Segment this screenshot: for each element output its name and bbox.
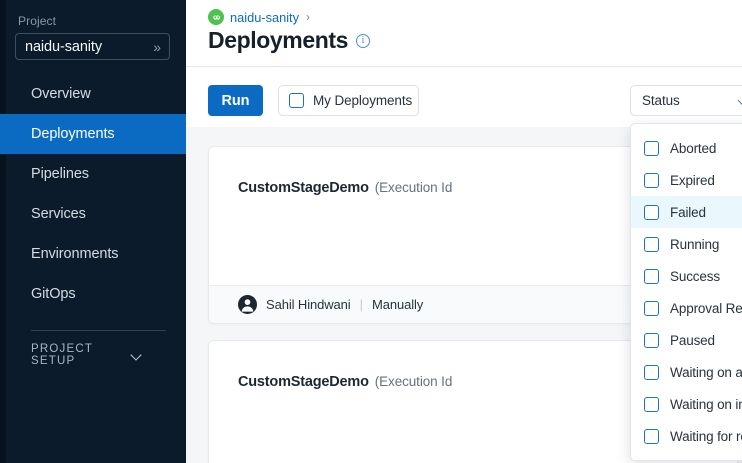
- sidebar-nav: Overview Deployments Pipelines Services …: [0, 74, 186, 375]
- footer-divider: |: [359, 297, 363, 312]
- chevron-down-icon: [132, 350, 142, 361]
- deployment-name: CustomStageDemo: [238, 180, 369, 196]
- status-option-checkbox[interactable]: [644, 268, 659, 284]
- status-option-label: Success: [670, 268, 720, 284]
- status-filter-label: Status: [642, 93, 680, 108]
- page-title: Deployments: [208, 27, 349, 53]
- status-option-paused[interactable]: Paused: [631, 324, 742, 356]
- deployment-trigger-type: Manually: [371, 297, 424, 312]
- breadcrumb: naidu-sanity ›: [208, 9, 310, 25]
- sidebar-item-label: Deployments: [31, 126, 115, 142]
- sidebar-item-label: Pipelines: [31, 166, 89, 182]
- sidebar-item-label: Environments: [31, 246, 119, 262]
- page-header: naidu-sanity › Deployments i: [186, 0, 742, 67]
- status-filter-dropdown-button[interactable]: Status: [630, 85, 742, 116]
- status-option-label: Waiting on intervention: [670, 396, 742, 412]
- run-button[interactable]: Run: [208, 85, 263, 116]
- breadcrumb-project-link[interactable]: naidu-sanity: [230, 9, 300, 25]
- project-link-icon: [208, 9, 224, 25]
- sidebar-item-environments[interactable]: Environments: [0, 234, 186, 274]
- status-option-checkbox[interactable]: [644, 396, 659, 412]
- sidebar-item-pipelines[interactable]: Pipelines: [0, 154, 186, 194]
- sidebar-item-label: Overview: [31, 86, 91, 102]
- deployment-execution-id: (Execution Id: [374, 180, 453, 195]
- sidebar-item-label: GitOps: [31, 286, 76, 302]
- status-option-aborted[interactable]: Aborted: [631, 132, 742, 164]
- deployment-execution-id: (Execution Id: [374, 374, 453, 389]
- status-option-waiting-on-intervention[interactable]: Waiting on intervention: [631, 388, 742, 420]
- project-label: Project: [18, 14, 57, 28]
- status-dropdown-menu: Aborted Expired Failed Running Success A…: [630, 123, 742, 461]
- sidebar-item-gitops[interactable]: GitOps: [0, 274, 186, 314]
- project-selector-value: naidu-sanity: [25, 38, 102, 55]
- sidebar-left-rail: [0, 0, 6, 463]
- status-option-checkbox[interactable]: [644, 300, 659, 316]
- status-option-label: Waiting for resources: [670, 428, 742, 444]
- toolbar: Run My Deployments Status Pipelines: [186, 67, 742, 127]
- sidebar: Project naidu-sanity » Overview Deployme…: [0, 0, 186, 463]
- status-option-label: Approval Rejected: [670, 300, 742, 316]
- status-option-label: Failed: [670, 204, 706, 220]
- my-deployments-filter[interactable]: My Deployments: [278, 85, 419, 116]
- project-selector[interactable]: naidu-sanity »: [15, 33, 170, 60]
- status-option-label: Expired: [670, 172, 715, 188]
- status-option-checkbox[interactable]: [644, 364, 659, 380]
- status-option-checkbox[interactable]: [644, 428, 659, 444]
- status-option-checkbox[interactable]: [644, 236, 659, 252]
- status-option-waiting-for-resources[interactable]: Waiting for resources: [631, 420, 742, 452]
- status-option-label: Aborted: [670, 140, 717, 156]
- sidebar-section-label: PROJECT SETUP: [31, 343, 93, 367]
- status-option-checkbox[interactable]: [644, 332, 659, 348]
- sidebar-section-project-setup[interactable]: PROJECT SETUP: [0, 335, 186, 375]
- my-deployments-checkbox[interactable]: [289, 93, 304, 108]
- main-area: naidu-sanity › Deployments i Run My Depl…: [186, 0, 742, 463]
- status-option-running[interactable]: Running: [631, 228, 742, 260]
- sidebar-item-overview[interactable]: Overview: [0, 74, 186, 114]
- deployment-name: CustomStageDemo: [238, 374, 369, 390]
- avatar: [238, 295, 257, 314]
- status-option-checkbox[interactable]: [644, 140, 659, 156]
- status-option-expired[interactable]: Expired: [631, 164, 742, 196]
- my-deployments-label: My Deployments: [313, 93, 413, 108]
- info-icon[interactable]: i: [356, 33, 371, 48]
- status-option-checkbox[interactable]: [644, 172, 659, 188]
- status-option-waiting-on-approval[interactable]: Waiting on approval: [631, 356, 742, 388]
- sidebar-item-services[interactable]: Services: [0, 194, 186, 234]
- sidebar-divider: [31, 330, 166, 331]
- deployment-card-title-row: CustomStageDemo (Execution Id: [238, 374, 452, 390]
- breadcrumb-separator: ›: [306, 10, 311, 24]
- chevron-down-icon: [738, 97, 742, 105]
- sidebar-item-deployments[interactable]: Deployments: [0, 114, 186, 154]
- double-chevron-right-icon: »: [153, 38, 161, 55]
- status-option-label: Paused: [670, 332, 715, 348]
- status-option-label: Running: [670, 236, 720, 252]
- status-option-approval-rejected[interactable]: Approval Rejected: [631, 292, 742, 324]
- deployment-triggered-by: Sahil Hindwani: [266, 297, 351, 312]
- page-title-row: Deployments i: [208, 27, 371, 54]
- status-option-label: Waiting on approval: [670, 364, 742, 380]
- status-option-success[interactable]: Success: [631, 260, 742, 292]
- status-option-failed[interactable]: Failed: [631, 196, 742, 228]
- deployment-card-title-row: CustomStageDemo (Execution Id: [238, 180, 452, 196]
- sidebar-item-label: Services: [31, 206, 86, 222]
- status-option-checkbox[interactable]: [644, 204, 659, 220]
